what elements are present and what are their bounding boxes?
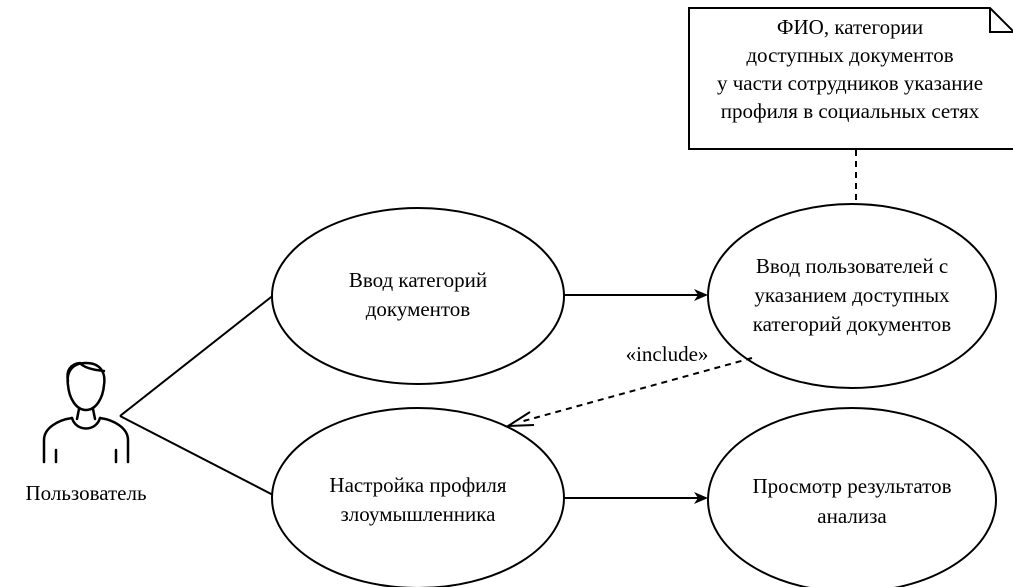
use-case-label-line-1: Ввод категорий — [349, 268, 487, 292]
note-fold — [989, 8, 1013, 33]
note-line-3: у части сотрудников указание — [717, 71, 983, 95]
use-case-label-line-1: Настройка профиля — [329, 473, 506, 497]
use-case-view-results[interactable]: Просмотр результатов анализа — [707, 407, 997, 587]
use-case-ellipse — [271, 407, 565, 587]
association-actor-uc3 — [119, 415, 276, 497]
use-case-user-input[interactable]: Ввод пользователей с указанием доступных… — [707, 203, 997, 389]
use-case-label-line-3: категорий документов — [753, 312, 952, 336]
note: ФИО, категории доступных документов у ча… — [688, 7, 1013, 150]
use-case-ellipse — [707, 203, 997, 389]
use-case-label-line-2: злоумышленника — [341, 502, 497, 526]
use-case-ellipse — [707, 407, 997, 587]
use-case-label-line-2: анализа — [817, 504, 887, 528]
association-actor-uc1 — [119, 293, 276, 417]
use-case-label-line-2: документов — [366, 297, 471, 321]
include-arrow-line — [519, 357, 753, 423]
use-case-label-line-1: Просмотр результатов — [753, 474, 952, 498]
note-line-4: профиля в социальных сетях — [721, 99, 980, 123]
note-line-1: ФИО, категории — [777, 15, 923, 39]
use-case-label-line-2: указанием доступных — [754, 283, 950, 307]
use-case-category-input[interactable]: Ввод категорий документов — [271, 207, 565, 385]
note-line-2: доступных документов — [746, 43, 953, 67]
use-case-attacker-profile[interactable]: Настройка профиля злоумышленника — [271, 407, 565, 587]
include-relation: «include» — [504, 342, 753, 428]
use-case-label-line-1: Ввод пользователей с — [756, 254, 948, 278]
user-icon — [42, 361, 130, 464]
note-box — [688, 7, 1013, 150]
include-arrowhead — [504, 411, 535, 428]
actor[interactable]: Пользователь — [25, 361, 147, 505]
actor-label: Пользователь — [25, 481, 146, 505]
include-label: «include» — [626, 342, 709, 366]
use-case-ellipse — [271, 207, 565, 385]
